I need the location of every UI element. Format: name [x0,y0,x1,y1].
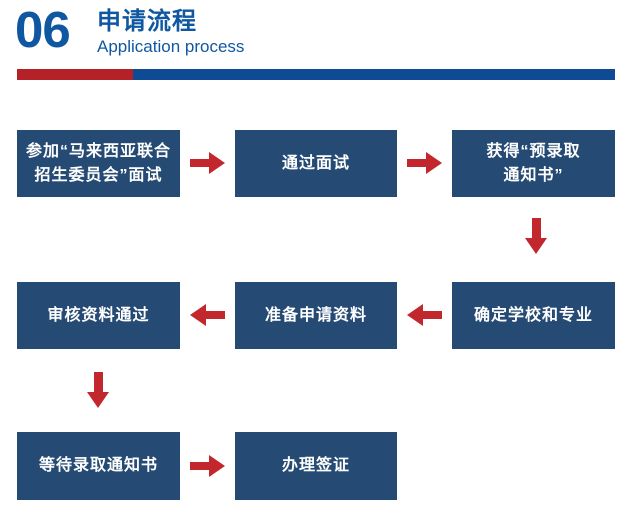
divider-bar-blue-segment [133,69,615,80]
section-header: 申请流程 Application process [97,7,244,57]
step-box-wait-admission-letter: 等待录取通知书 [17,432,180,500]
step-box-apply-visa: 办理签证 [235,432,397,500]
step-box-materials-approved: 审核资料通过 [17,282,180,349]
step-box-choose-school-major: 确定学校和专业 [452,282,615,349]
step-box-pre-admission-letter: 获得“预录取 通知书” [452,130,615,197]
step-box-prepare-materials: 准备申请资料 [235,282,397,349]
section-title-zh: 申请流程 [97,8,197,35]
divider-bar-red-segment [17,69,133,80]
section-number: 06 [15,1,71,58]
arrow-right-icon [190,455,225,477]
section-title-en: Application process [97,37,245,56]
arrow-down-icon [525,218,547,254]
step-box-pass-interview: 通过面试 [235,130,397,197]
arrow-down-icon [87,372,109,408]
arrow-left-icon [407,304,442,326]
arrow-right-icon [407,152,442,174]
arrow-left-icon [190,304,225,326]
arrow-right-icon [190,152,225,174]
step-box-interview-committee: 参加“马来西亚联合 招生委员会”面试 [17,130,180,197]
divider-bar [17,69,615,80]
